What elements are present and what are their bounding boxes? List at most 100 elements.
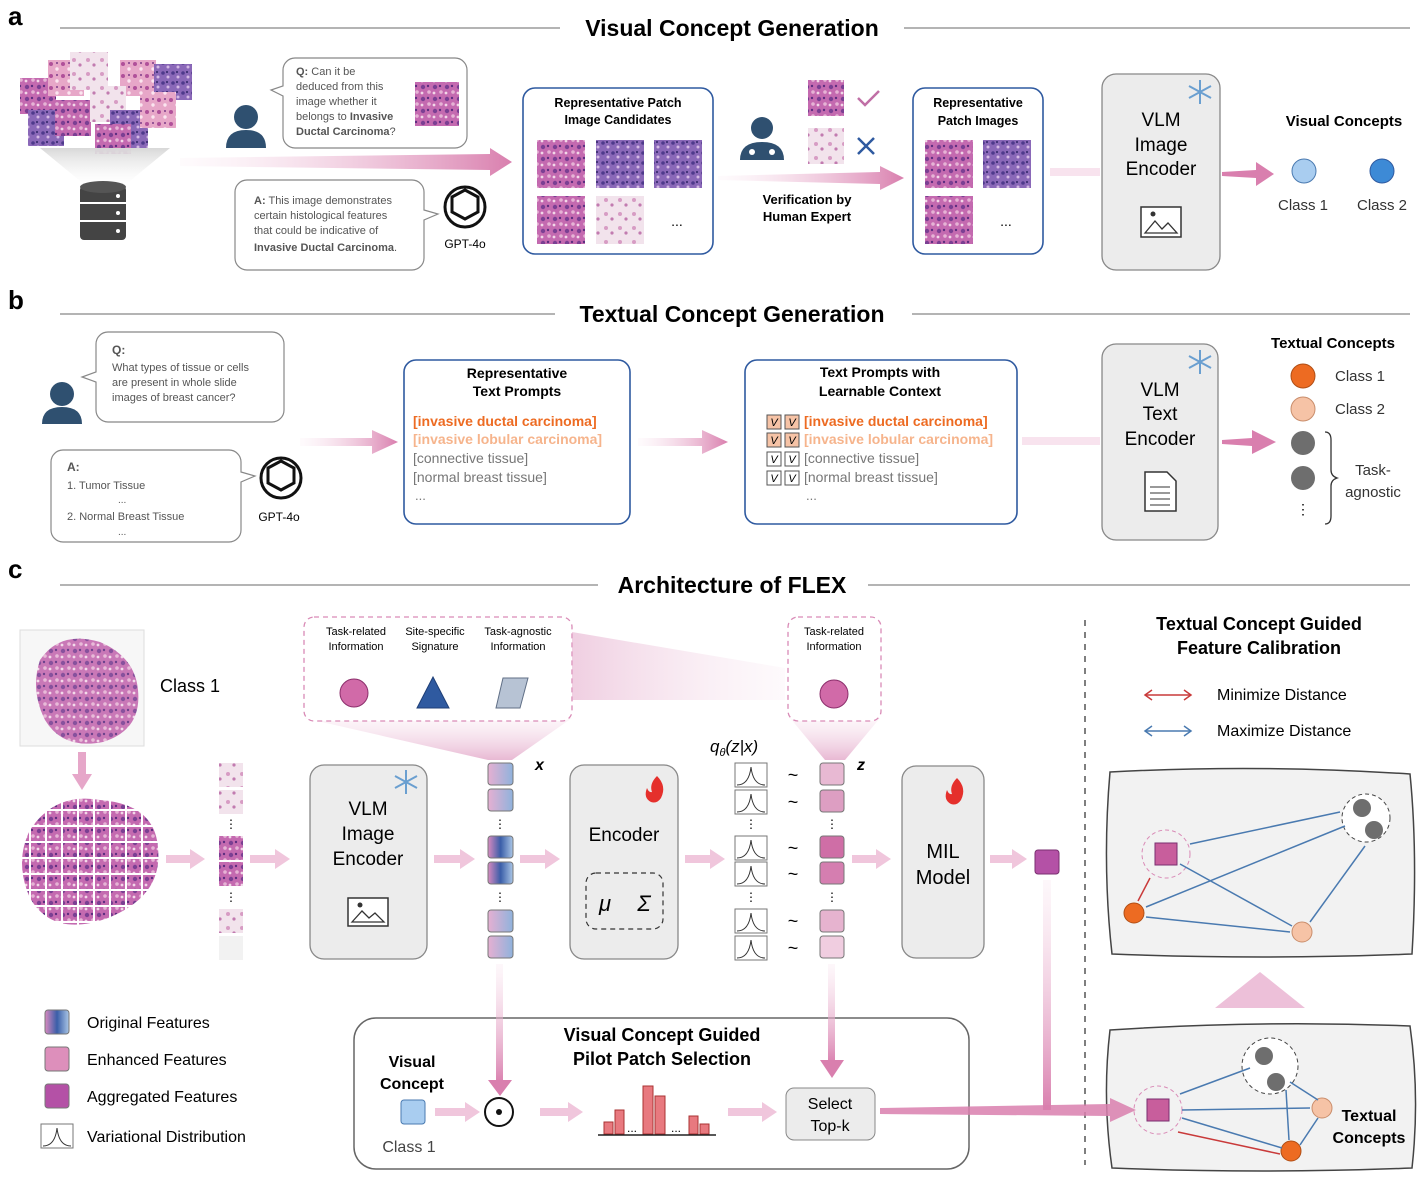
panel-b: b Textual Concept Generation Q: What typ… — [8, 285, 1410, 543]
svg-text:[invasive ductal carcinoma]: [invasive ductal carcinoma] — [413, 413, 597, 429]
agnostic-dot-1 — [1291, 431, 1315, 455]
verified-patch — [808, 80, 844, 116]
user-icon-b — [42, 382, 82, 424]
svg-text:Information: Information — [806, 641, 861, 653]
original-feature-column: ⋮ ⋮ — [487, 762, 514, 959]
maximize-label: Maximize Distance — [1217, 723, 1351, 740]
svg-text:Representative: Representative — [933, 96, 1023, 110]
arrow-to-learnable — [638, 430, 728, 454]
calibration-title-1: Textual Concept Guided — [1156, 614, 1362, 634]
flame-icon — [645, 776, 664, 803]
svg-text:~: ~ — [788, 838, 799, 858]
svg-text:Q: Can it be: Q: Can it be — [296, 66, 355, 78]
svg-text:Signature: Signature — [411, 641, 458, 653]
textual-concept-class2: Class 2 — [1335, 401, 1385, 418]
learnable-prompts-box: Text Prompts with Learnable Context V V … — [744, 359, 1018, 525]
svg-text:...: ... — [671, 1121, 681, 1135]
svg-text:[invasive lobular carcinoma]: [invasive lobular carcinoma] — [413, 431, 602, 447]
x-label: x — [534, 757, 545, 774]
svg-text:Invasive Ductal Carcinoma.: Invasive Ductal Carcinoma. — [254, 242, 397, 254]
arrow-to-calibration — [880, 1098, 1136, 1122]
z-label: z — [856, 757, 865, 774]
mu-sigma-box — [585, 872, 664, 930]
panel-a-letter: a — [8, 1, 23, 31]
svg-text:V: V — [770, 473, 779, 485]
svg-text:[connective tissue]: [connective tissue] — [804, 450, 919, 466]
info-cone-right — [790, 718, 880, 760]
svg-text:μ: μ — [598, 891, 611, 916]
svg-text:...: ... — [806, 488, 817, 503]
svg-text:⋮: ⋮ — [745, 817, 757, 831]
svg-text:Task-related: Task-related — [326, 626, 386, 638]
info-box-right: Task-related Information — [787, 616, 882, 722]
svg-text:V: V — [770, 417, 779, 429]
check-icon — [857, 90, 880, 107]
agnostic-label-2: agnostic — [1345, 484, 1401, 501]
svg-text:~: ~ — [788, 938, 799, 958]
arrow-to-features — [434, 849, 475, 869]
svg-text:V: V — [770, 435, 779, 447]
svg-text:A: This image demonstrates: A: This image demonstrates — [254, 195, 392, 207]
svg-text:Concept: Concept — [380, 1076, 445, 1093]
info-cone-middle — [572, 632, 785, 700]
textual-concept-class2-dot — [1290, 396, 1316, 422]
svg-text:Representative: Representative — [467, 365, 568, 381]
svg-text:V: V — [788, 454, 797, 466]
svg-text:Text: Text — [1143, 404, 1179, 425]
svg-text:~: ~ — [788, 765, 799, 785]
svg-text:...: ... — [671, 213, 683, 229]
vlm-image-encoder-a: VLM Image Encoder — [1101, 73, 1221, 271]
svg-text:~: ~ — [788, 911, 799, 931]
svg-text:MIL: MIL — [926, 841, 959, 863]
svg-text:Visual: Visual — [389, 1054, 436, 1071]
answer-bubble: A: This image demonstrates certain histo… — [234, 179, 440, 271]
svg-text:V: V — [788, 435, 797, 447]
arrow-wsi-down — [72, 752, 92, 790]
patch-column: ⋮ ⋮ — [219, 763, 243, 960]
svg-text:Top-k: Top-k — [810, 1118, 850, 1135]
site-specific-triangle — [416, 675, 450, 709]
enhanced-feature-column: ⋮ ⋮ — [819, 762, 845, 959]
arrow-z-down — [828, 964, 835, 1064]
arrow-to-distributions — [685, 849, 725, 869]
svg-text:VLM: VLM — [348, 799, 387, 820]
legend-aggregated-label: Aggregated Features — [87, 1089, 237, 1106]
task-related-circle — [339, 678, 369, 708]
snowflake-icon-c — [394, 770, 418, 794]
info-cone-left — [304, 718, 572, 760]
panel-a: a Visual Concept Generation — [8, 1, 1410, 271]
svg-text:Information: Information — [490, 641, 545, 653]
svg-text:⋮: ⋮ — [826, 817, 838, 831]
svg-text:⋮: ⋮ — [745, 890, 757, 904]
svg-text:Model: Model — [916, 867, 970, 889]
image-icon-c — [347, 897, 389, 927]
user-icon — [226, 105, 266, 148]
svg-text:are present in whole slide: are present in whole slide — [112, 377, 237, 389]
v-tokens-row4: V V — [766, 470, 800, 486]
tilde-column: ~ ~ ~ ~ ~ ~ — [788, 765, 799, 958]
svg-text:...: ... — [118, 527, 126, 538]
initial-graph: Textual Concepts — [1105, 1023, 1417, 1172]
svg-text:deduced from this: deduced from this — [296, 81, 384, 93]
snowflake-icon-b — [1188, 350, 1212, 374]
svg-text:...: ... — [627, 1121, 637, 1135]
svg-text:VLM: VLM — [1141, 110, 1180, 131]
svg-text:...: ... — [118, 495, 126, 506]
wsi-tissue — [36, 638, 139, 744]
legend-original-swatch — [44, 1009, 70, 1035]
svg-text:Select: Select — [808, 1096, 853, 1113]
flame-icon-mil — [945, 778, 964, 805]
funnel — [40, 148, 170, 185]
svg-text:[normal breast tissue]: [normal breast tissue] — [804, 469, 938, 485]
tiled-wsi — [14, 798, 160, 932]
svg-text:...: ... — [1000, 213, 1012, 229]
question-bubble: Q: Can it be deduced from this image whe… — [269, 57, 468, 149]
legend-aggregated-swatch — [44, 1083, 70, 1109]
image-icon — [1140, 206, 1182, 238]
arrow-to-aggregated — [990, 849, 1027, 869]
svg-text:Image: Image — [342, 824, 395, 845]
verification-text: Verification by — [763, 192, 853, 207]
svg-text:Task-agnostic: Task-agnostic — [484, 626, 552, 638]
panel-c-letter: c — [8, 554, 22, 584]
